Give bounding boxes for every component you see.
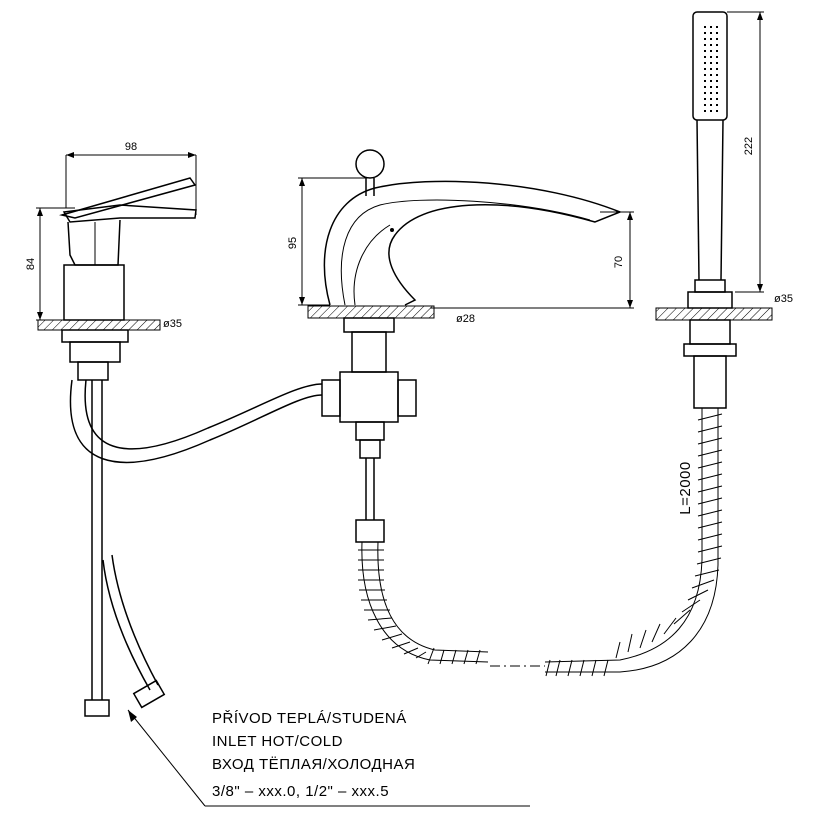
shower-assembly: 222 ø35 L=2000 [544, 11, 793, 677]
note-line-4: 3/8" – xxx.0, 1/2" – xxx.5 [212, 783, 389, 800]
note-line-1: PŘÍVOD TEPLÁ/STUDENÁ [212, 710, 407, 727]
mixer-base-diameter: ø35 [163, 318, 182, 330]
inlet-note: PŘÍVOD TEPLÁ/STUDENÁ INLET HOT/COLD ВХОД… [127, 709, 530, 807]
mixer-assembly: 98 84 ø35 [25, 141, 197, 717]
mixer-width-dimension: 98 [125, 141, 137, 153]
mixer-height-dimension: 84 [25, 258, 37, 270]
spout-base-diameter: ø28 [456, 313, 475, 325]
hose-coil-right [545, 413, 723, 677]
hose-coil-left [358, 549, 481, 665]
shower-length-dimension: 222 [743, 137, 755, 155]
spout-height-dimension: 95 [287, 237, 299, 249]
spout-outlet-dimension: 70 [613, 256, 625, 268]
spout-assembly: 95 70 ø28 [287, 149, 634, 665]
hose-length-label: L=2000 [677, 461, 694, 514]
connecting-pipe [69, 379, 323, 464]
note-line-2: INLET HOT/COLD [212, 733, 343, 750]
shower-base-diameter: ø35 [774, 293, 793, 305]
note-line-3: ВХОД ТЁПЛАЯ/ХОЛОДНАЯ [212, 756, 415, 773]
